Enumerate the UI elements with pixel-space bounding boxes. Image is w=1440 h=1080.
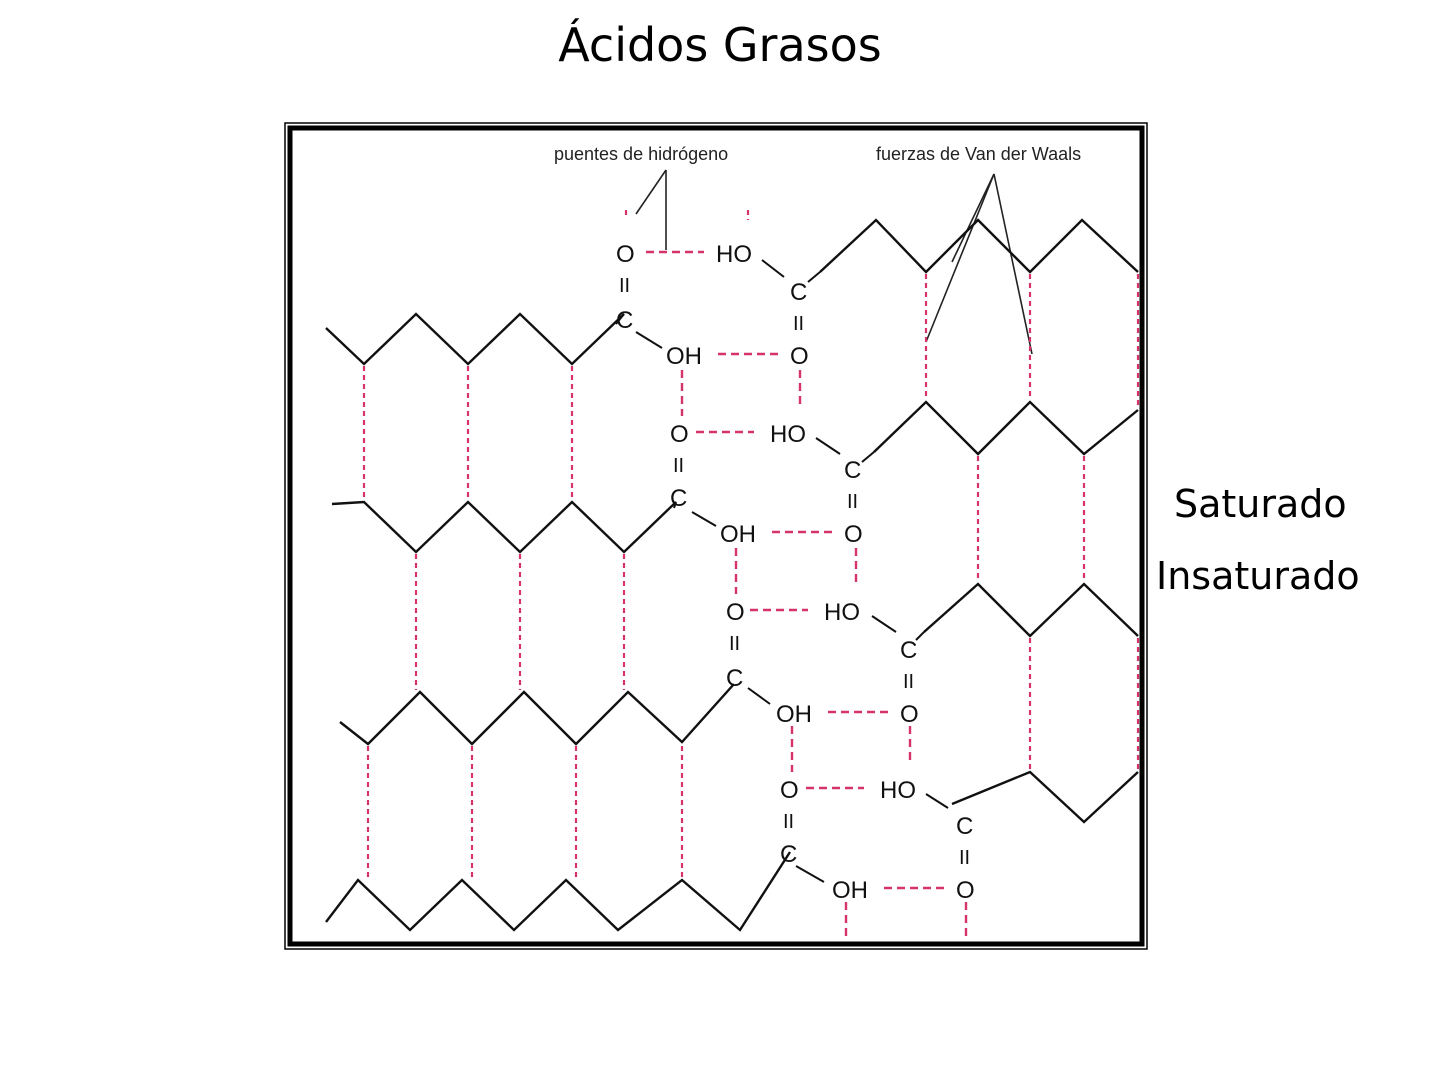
annotation-pointers: [635, 169, 1033, 355]
atom-o: O: [726, 599, 745, 626]
atom-c: C: [616, 307, 633, 334]
atom-oh: OH: [832, 877, 868, 904]
atom-c: C: [956, 813, 973, 840]
label-insaturado: Insaturado: [1156, 554, 1360, 598]
chain-2: [331, 500, 677, 554]
hydrogen-bond-dashes: [646, 250, 968, 936]
atom-oh: OH: [666, 343, 702, 370]
atom-double-bond: II: [673, 455, 684, 477]
atom-ho: HO: [770, 421, 806, 448]
atom-c: C: [844, 457, 861, 484]
atom-oh: OH: [720, 521, 756, 548]
chain-5: [819, 218, 1139, 274]
atom-double-bond: II: [729, 633, 740, 655]
atom-o: O: [670, 421, 689, 448]
atom-c: C: [900, 637, 917, 664]
chain-4: [325, 851, 792, 932]
atom-o: O: [844, 521, 863, 548]
atom-double-bond: II: [959, 847, 970, 869]
atom-labels: O II C OH HO C II O O II C OH HO C II O …: [616, 241, 975, 904]
chain-1: [325, 312, 625, 366]
atom-o: O: [900, 701, 919, 728]
chain-7: [923, 582, 1139, 638]
hydrogen-bonds-label: puentes de hidrógeno: [554, 144, 728, 164]
carboxyl-bonds: [615, 259, 949, 883]
van-der-waals-dashes: [362, 210, 1140, 878]
fatty-acid-diagram: puentes de hidrógeno fuerzas de Van der …: [284, 122, 1148, 950]
atom-oh: OH: [776, 701, 812, 728]
chain-8: [951, 770, 1139, 824]
atom-double-bond: II: [619, 275, 630, 297]
chain-3: [339, 683, 735, 746]
frame-inner: [287, 125, 1145, 947]
atom-ho: HO: [880, 777, 916, 804]
atom-o: O: [956, 877, 975, 904]
atom-ho: HO: [824, 599, 860, 626]
label-saturado: Saturado: [1174, 482, 1347, 526]
atom-o: O: [790, 343, 809, 370]
atom-c: C: [670, 485, 687, 512]
atom-o: O: [780, 777, 799, 804]
slide-title: Ácidos Grasos: [558, 18, 882, 72]
atom-c: C: [780, 841, 797, 868]
atom-double-bond: II: [793, 313, 804, 335]
atom-ho: HO: [716, 241, 752, 268]
van-der-waals-label: fuerzas de Van der Waals: [876, 144, 1081, 164]
chain-6: [873, 400, 1139, 456]
unsaturated-chains: [819, 218, 1139, 824]
saturated-chains: [325, 312, 792, 932]
atom-double-bond: II: [903, 671, 914, 693]
atom-double-bond: II: [847, 491, 858, 513]
atom-double-bond: II: [783, 811, 794, 833]
atom-c: C: [790, 279, 807, 306]
frame-outer: [284, 122, 1148, 950]
atom-c: C: [726, 665, 743, 692]
atom-o: O: [616, 241, 635, 268]
